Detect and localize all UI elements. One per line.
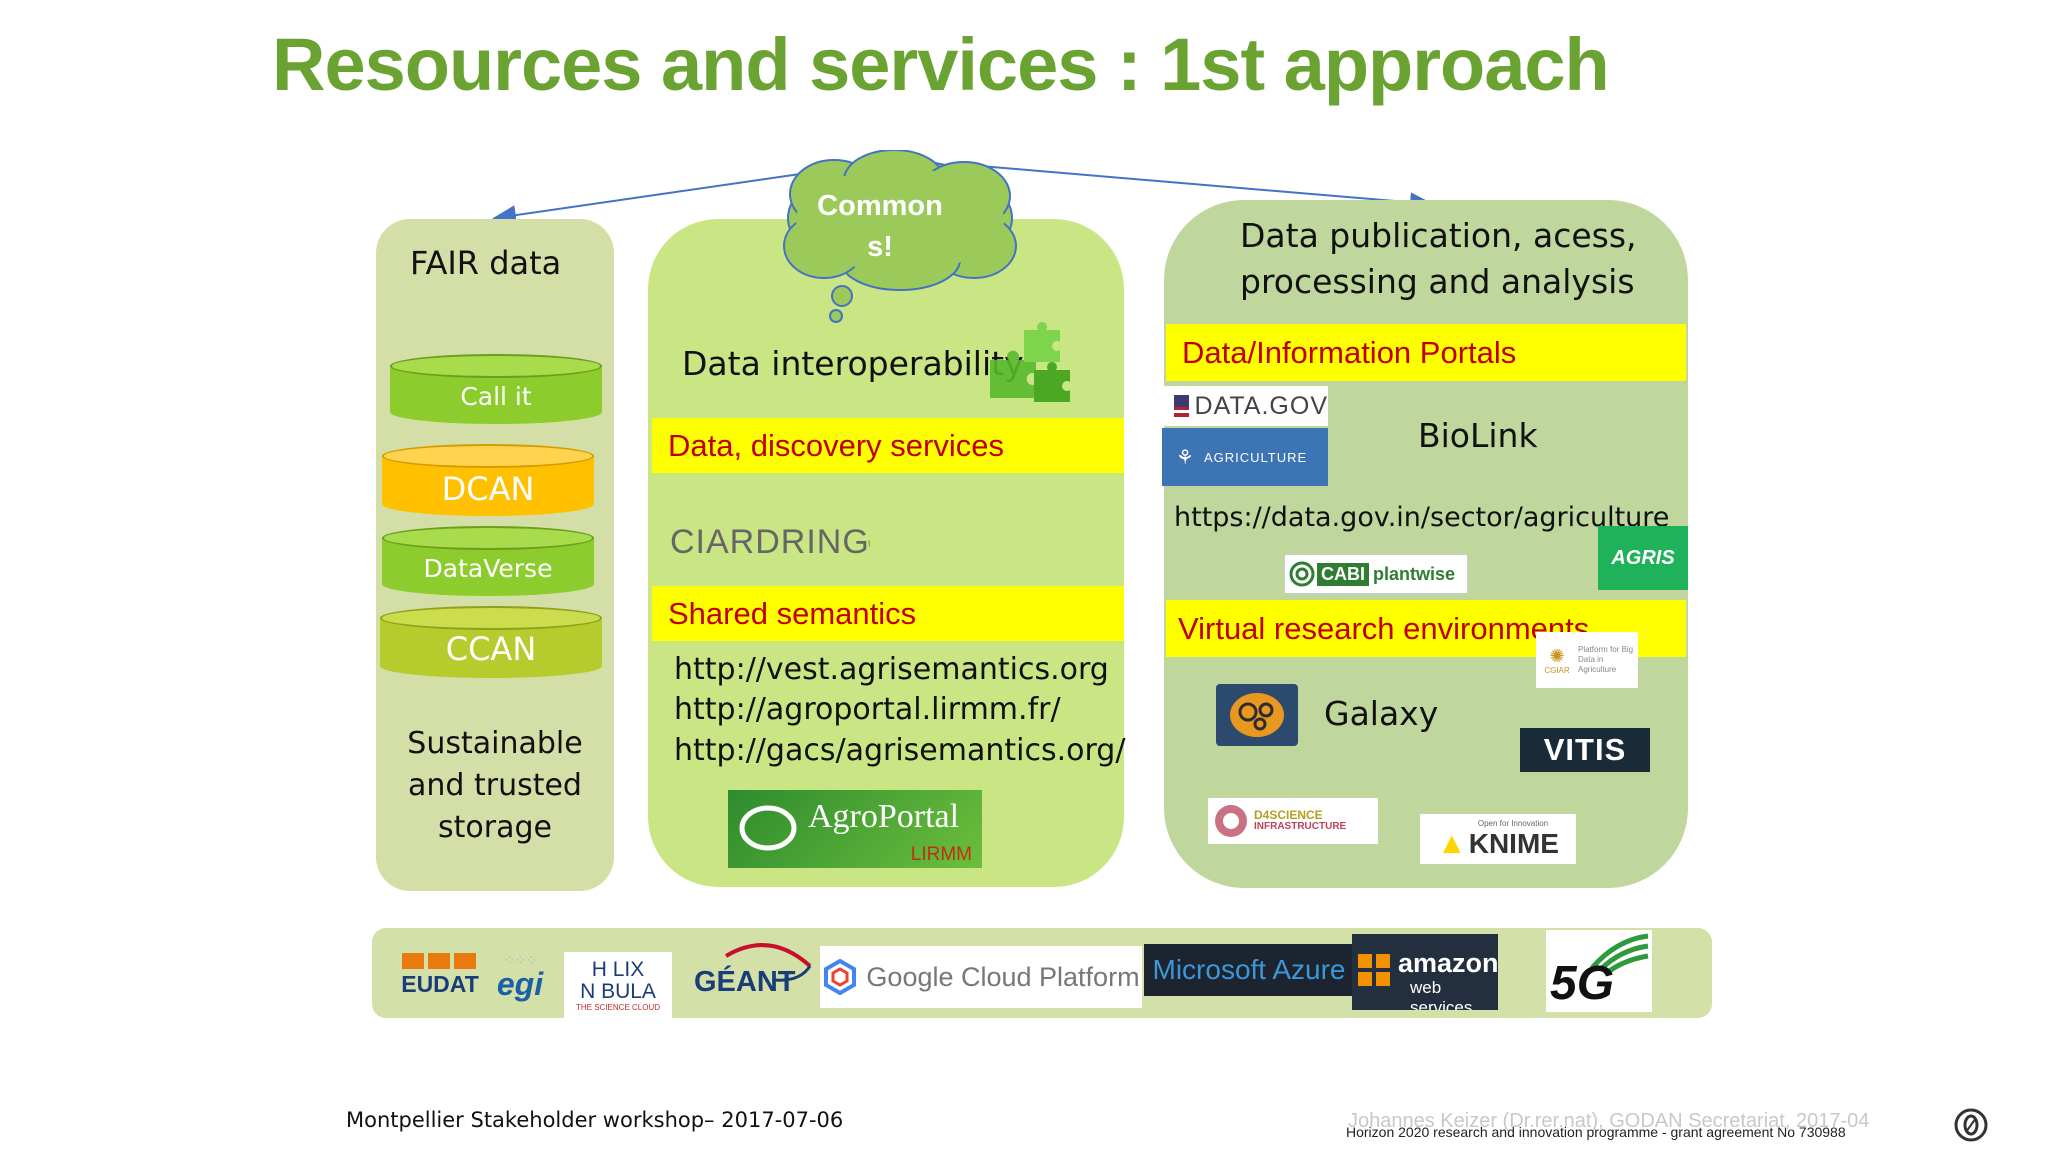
- datagov-text: DATA.GOV: [1194, 391, 1328, 420]
- aws-logo[interactable]: amazon web services: [1352, 934, 1498, 1010]
- d4science-logo[interactable]: D4SCIENCE INFRASTRUCTURE: [1208, 798, 1378, 844]
- google-cloud-logo[interactable]: Google Cloud Platform: [820, 946, 1142, 1008]
- google-cloud-text: Google Cloud Platform: [866, 961, 1140, 992]
- geant-logo[interactable]: GÉANT: [690, 936, 822, 1004]
- agris-text: AGRIS: [1611, 546, 1675, 569]
- puzzle-icon: [990, 322, 1070, 402]
- shared-semantics-band: Shared semantics: [652, 586, 1124, 641]
- d4science-text: D4SCIENCE: [1254, 808, 1323, 822]
- semantics-link-gacs[interactable]: http://gacs/agrisemantics.org/: [674, 733, 1126, 768]
- storage-dataverse: DataVerse: [382, 526, 594, 596]
- cabi-text: CABI: [1317, 562, 1369, 586]
- agriculture-text: AGRICULTURE: [1203, 449, 1308, 465]
- aws-boxes-icon: [1358, 954, 1390, 986]
- galaxy-logo[interactable]: [1216, 684, 1298, 746]
- semantics-link-vest[interactable]: http://vest.agrisemantics.org: [674, 652, 1109, 687]
- cabi-plantwise-logo[interactable]: CABI plantwise: [1284, 554, 1468, 594]
- portals-band: Data/Information Portals: [1166, 324, 1686, 381]
- footer-grant: Horizon 2020 research and innovation pro…: [1346, 1124, 1846, 1140]
- amazon-text: amazon: [1398, 948, 1498, 978]
- eudat-cubes-icon: [402, 952, 476, 969]
- storage-caption-3: storage: [438, 810, 552, 845]
- knime-tag: Open for Innovation: [1477, 818, 1549, 828]
- storage-ccan: CCAN: [380, 606, 602, 678]
- agriculture-logo[interactable]: ⚘ AGRICULTURE: [1162, 428, 1328, 486]
- knime-logo[interactable]: Open for Innovation ▲ KNIME: [1420, 814, 1576, 864]
- cgiar-platform-text: Platform for Big Data in Agriculture: [1578, 645, 1634, 674]
- d4science-sub: INFRASTRUCTURE: [1254, 821, 1347, 832]
- egi-text: egi: [496, 965, 544, 1002]
- publication-heading-1: Data publication, acess,: [1240, 216, 1637, 255]
- agroportal-ring-icon: [739, 805, 797, 851]
- footer-author: Johannes Keizer (Dr.rer.nat), GODAN Secr…: [1348, 1110, 1870, 1132]
- ciardring-logo[interactable]: CIARDRING: [670, 514, 870, 570]
- galaxy-icon: [1230, 693, 1284, 737]
- knime-triangle-icon: ▲: [1437, 826, 1467, 860]
- storage-dcan: DCAN: [382, 444, 594, 516]
- cgiar-icon: ✺: [1549, 645, 1565, 666]
- wheat-icon: ⚘: [1176, 446, 1194, 469]
- 5g-logo[interactable]: 5G: [1546, 930, 1652, 1012]
- knime-text: KNIME: [1468, 827, 1559, 859]
- semantics-link-agroportal[interactable]: http://agroportal.lirmm.fr/: [674, 692, 1061, 727]
- egi-dots-icon: ⁘⁘⁘: [503, 951, 537, 968]
- nebula-text: N BULA: [580, 979, 656, 1003]
- 5g-text: 5G: [1550, 957, 1615, 1010]
- geant-text: GÉANT: [694, 966, 796, 998]
- plantwise-text: plantwise: [1373, 563, 1456, 584]
- publication-heading-2: processing and analysis: [1240, 262, 1635, 301]
- interoperability-heading: Data interoperability: [682, 344, 1024, 383]
- egi-logo[interactable]: ⁘⁘⁘ egi: [484, 946, 556, 1004]
- discovery-services-band: Data, discovery services: [652, 418, 1124, 473]
- arrow-left: [492, 173, 801, 226]
- agroportal-logo[interactable]: AgroPortal LIRMM: [728, 790, 982, 868]
- footer-event: Montpellier Stakeholder workshop– 2017-0…: [346, 1108, 844, 1132]
- cgiar-platform-logo[interactable]: ✺ CGIAR Platform for Big Data in Agricul…: [1536, 632, 1638, 688]
- cloud-text-1: Common: [817, 190, 943, 222]
- common-cloud: Common s!: [783, 150, 1017, 323]
- biolink-label[interactable]: BioLink: [1418, 416, 1538, 455]
- vitis-text: VITIS: [1543, 732, 1627, 767]
- india-agriculture-url[interactable]: https://data.gov.in/sector/agriculture: [1174, 502, 1670, 533]
- fingerprint-icon: [1289, 561, 1315, 587]
- ciardring-text: CIARDRING: [670, 522, 870, 561]
- vre-band: Virtual research environments: [1166, 600, 1686, 657]
- azure-text: Microsoft Azure: [1152, 954, 1346, 985]
- d4science-icon: [1215, 805, 1247, 837]
- storage-caption-1: Sustainable: [407, 726, 583, 761]
- cc-zero-icon: [1954, 1108, 1988, 1142]
- agroportal-text: AgroPortal: [808, 798, 960, 835]
- slide-title: Resources and services : 1st approach: [272, 23, 1610, 106]
- helix-sub: THE SCIENCE CLOUD: [575, 1002, 660, 1012]
- fair-data-heading: FAIR data: [410, 244, 562, 282]
- arrow-right: [979, 165, 1434, 213]
- datagov-logo[interactable]: DATA.GOV: [1164, 386, 1328, 426]
- storage-caption-2: and trusted: [408, 768, 582, 803]
- eudat-text: EUDAT: [401, 970, 479, 997]
- ring-icon: [868, 534, 870, 550]
- us-flag-icon: [1174, 395, 1189, 417]
- cloud-text-2: s!: [867, 231, 893, 263]
- microsoft-azure-logo[interactable]: Microsoft Azure: [1144, 944, 1354, 996]
- galaxy-label[interactable]: Galaxy: [1324, 694, 1439, 733]
- google-cloud-hex-icon: [824, 959, 857, 995]
- 5g-arcs-icon: [1590, 933, 1649, 975]
- eudat-logo[interactable]: EUDAT: [394, 944, 486, 1002]
- lirmm-text: LIRMM: [910, 844, 972, 865]
- helix-nebula-logo[interactable]: H LIX N BULA THE SCIENCE CLOUD: [564, 952, 672, 1018]
- vitis-logo[interactable]: VITIS: [1520, 728, 1650, 772]
- storage-call-it: Call it: [390, 354, 602, 424]
- aws-sub-text: web services: [1410, 978, 1473, 1010]
- agris-logo[interactable]: AGRIS: [1598, 526, 1688, 590]
- helix-text: H LIX: [591, 957, 645, 981]
- cgiar-text: CGIAR: [1544, 665, 1570, 675]
- geant-swoosh-icon: [724, 943, 812, 982]
